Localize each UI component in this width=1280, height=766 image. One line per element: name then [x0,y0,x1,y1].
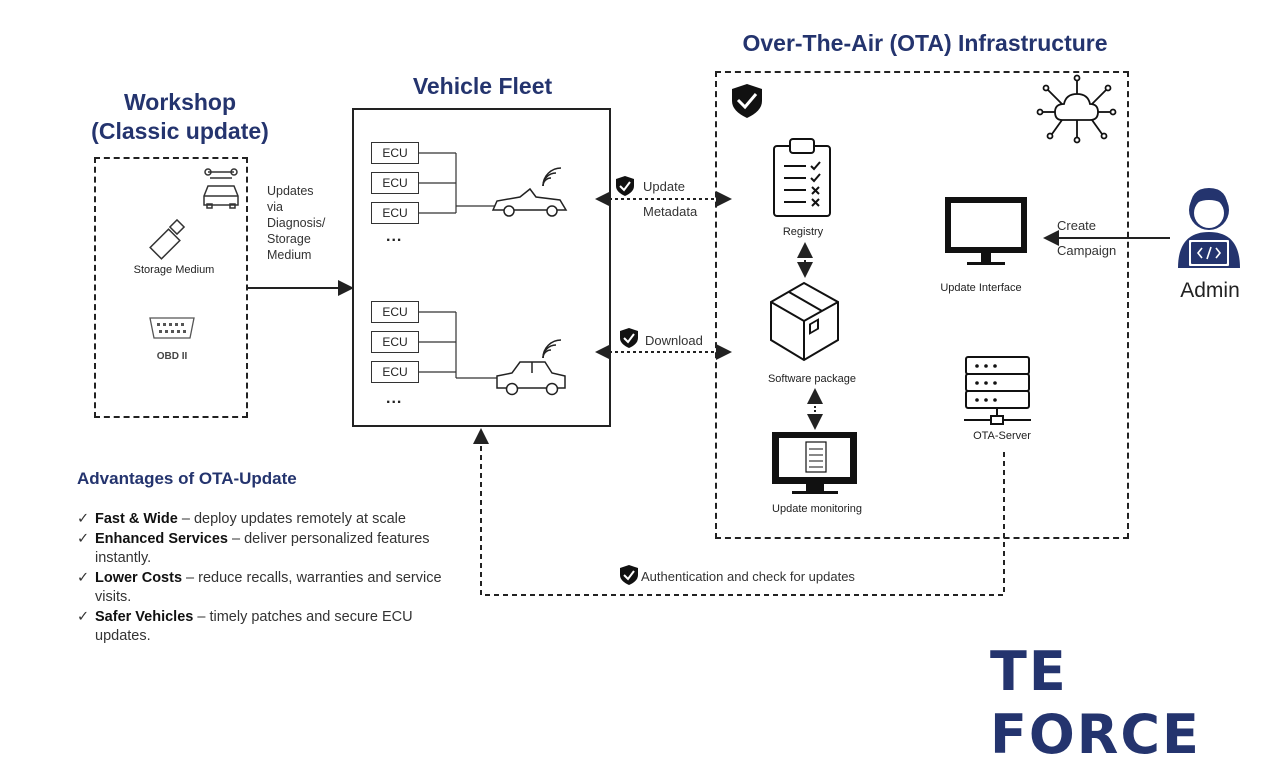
admin-label: Admin [1180,279,1240,302]
registry-label: Registry [782,226,824,238]
te-force-logo: TE FORCE [990,640,1201,766]
package-icon [770,281,839,362]
workshop-update-line: via [267,200,283,214]
shield-check-icon-auth [620,565,638,585]
advantage-text: – deploy updates remotely at scale [177,511,406,527]
authentication-label: Authentication and check for updates [641,569,855,584]
ecu-box: ECU [371,331,419,353]
diagram-canvas [149,74,1240,596]
ecu-connectors-1 [419,152,500,214]
ecu-box: ECU [371,172,419,194]
monitor-icon [772,432,857,494]
server-icon [964,356,1031,425]
list-item: ✓ Fast & Wide – deploy updates remotely a… [77,510,457,529]
workshop-update-line: Updates [267,184,314,198]
list-item: ✓ Enhanced Services – deliver personalize… [77,530,457,568]
download-label: Download [645,333,703,348]
clipboard-icon [773,138,831,217]
checkmark-icon: ✓ [77,531,90,547]
ecu-box: ECU [371,361,419,383]
update-interface-label: Update Interface [940,282,1022,294]
advantage-bold: Enhanced Services [95,531,228,547]
workshop-update-line: Diagnosis/ [267,216,326,230]
list-item: ✓ Safer Vehicles – timely patches and sec… [77,608,457,646]
ota-infrastructure-title: Over-The-Air (OTA) Infrastructure [742,30,1108,56]
advantage-text: – timely patches and secure ECU updates. [95,609,413,644]
obd-port-icon [149,317,195,339]
workshop-title: Workshop (Classic update) [70,88,290,146]
sedan-car-icon [496,339,566,396]
list-item: ✓ Lower Costs – reduce recalls, warrantie… [77,569,457,607]
obd-label: OBD II [156,351,188,362]
update-label: Update [643,179,685,194]
storage-medium-label: Storage Medium [133,264,215,276]
shield-check-icon-ota [732,84,762,118]
metadata-label: Metadata [643,204,698,219]
create-label: Create [1057,218,1097,233]
campaign-label: Campaign [1057,243,1117,258]
shield-check-icon-download [620,328,638,348]
workshop-update-line: Storage [267,232,311,246]
checkmark-icon: ✓ [77,570,90,586]
car-wrench-icon [203,168,239,209]
checkmark-icon: ✓ [77,511,90,527]
ota-server-label: OTA-Server [973,430,1031,442]
checkmark-icon: ✓ [77,609,90,625]
advantage-bold: Fast & Wide [95,511,178,527]
ecu-box: ECU [371,202,419,224]
advantage-text: – deliver personalized features instantl… [95,531,430,566]
vehicle-fleet-box [352,108,611,427]
cloud-network-icon [1036,74,1117,144]
ecu-more-2: ... [386,390,403,407]
advantages-list: ✓ Fast & Wide – deploy updates remotely a… [77,510,457,647]
ecu-box: ECU [371,301,419,323]
advantage-bold: Lower Costs [95,570,183,586]
advantage-text: – reduce recalls, warranties and service… [95,570,442,605]
convertible-car-icon [491,167,568,217]
advantage-bold: Safer Vehicles [95,609,194,625]
update-interface-monitor-icon [945,197,1027,265]
workshop-title-line1: Workshop [123,89,237,115]
admin-icon [1178,188,1240,268]
ecu-more-1: ... [386,228,403,245]
vehicle-fleet-title: Vehicle Fleet [412,73,553,99]
workshop-update-line: Medium [267,248,312,262]
update-monitoring-label: Update monitoring [772,503,862,515]
authentication-arrow [473,428,1005,596]
usb-stick-icon [149,218,186,260]
ota-infrastructure-box [715,71,1129,539]
shield-check-icon-update [616,176,634,196]
advantages-title: Advantages of OTA-Update [77,469,297,488]
ecu-connectors-2 [419,311,500,379]
ecu-box: ECU [371,142,419,164]
workshop-update-text: Updates via Diagnosis/ Storage Medium [267,183,325,263]
workshop-title-line2: (Classic update) [91,118,269,144]
software-package-label: Software package [767,373,857,385]
workshop-box [94,157,248,418]
